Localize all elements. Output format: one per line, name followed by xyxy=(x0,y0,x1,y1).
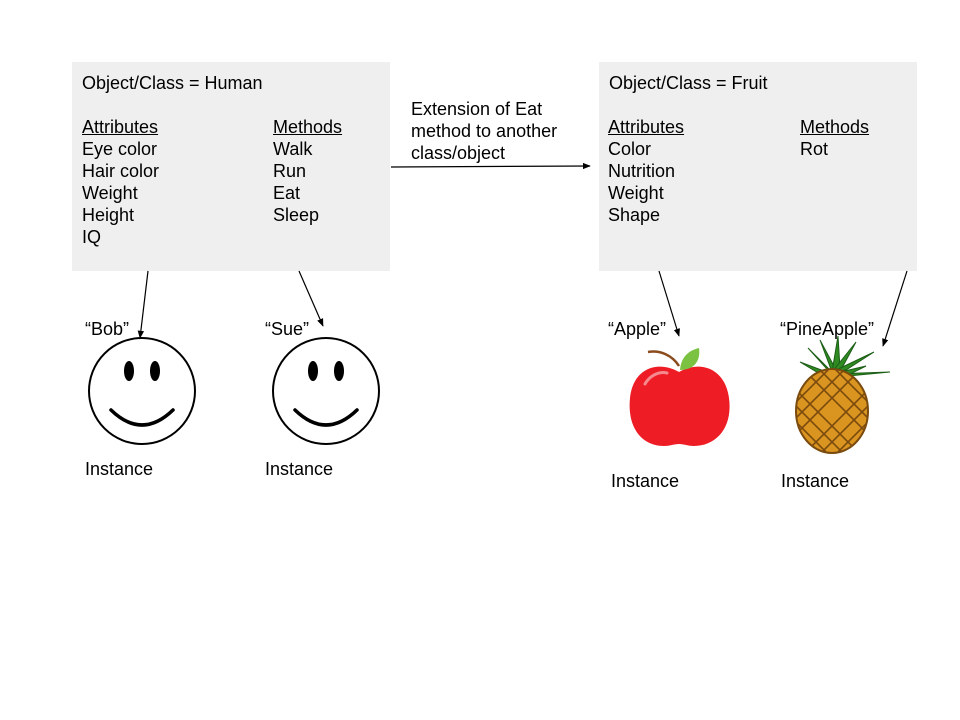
fruit-class-title: Object/Class = Fruit xyxy=(609,73,768,93)
sue-instance-arrow xyxy=(298,270,324,327)
pineapple-instance-label: Instance xyxy=(781,471,850,491)
sue-instance-name: “Sue” xyxy=(265,319,310,339)
human-class-box: Object/Class = Human Attributes Eye colo… xyxy=(72,62,390,271)
sue-instance-label: Instance xyxy=(265,459,334,479)
human-methods-heading: Methods xyxy=(273,117,343,137)
fruit-methods-column: Methods Rot xyxy=(800,116,869,160)
pineapple-instance-arrow xyxy=(882,270,908,347)
human-class-title: Object/Class = Human xyxy=(82,73,263,93)
bob-instance-name: “Bob” xyxy=(85,319,130,339)
fruit-method-item: Rot xyxy=(800,139,829,159)
human-attribute-item: Weight xyxy=(82,183,138,203)
extension-arrow xyxy=(390,162,591,170)
fruit-attribute-item: Shape xyxy=(608,205,661,225)
human-attribute-item: Hair color xyxy=(82,161,160,181)
human-attribute-item: IQ xyxy=(82,227,102,247)
fruit-attribute-item: Weight xyxy=(608,183,664,203)
human-method-item: Eat xyxy=(273,183,301,203)
fruit-methods-list: Rot xyxy=(800,138,869,160)
apple-instance-arrow xyxy=(658,270,680,337)
human-method-item: Run xyxy=(273,161,307,181)
apple-instance-name: “Apple” xyxy=(608,319,667,339)
apple-icon xyxy=(629,348,730,446)
fruit-methods-heading: Methods xyxy=(800,117,870,137)
fruit-attributes-heading: Attributes xyxy=(608,117,685,137)
bob-instance-arrow xyxy=(137,270,149,339)
pineapple-icon xyxy=(795,335,891,454)
human-method-item: Sleep xyxy=(273,205,320,225)
smiley-face-icon xyxy=(272,337,380,445)
fruit-attribute-item: Nutrition xyxy=(608,161,676,181)
human-attribute-item: Eye color xyxy=(82,139,158,159)
bob-instance-label: Instance xyxy=(85,459,154,479)
pineapple-instance-name: “PineApple” xyxy=(780,319,875,339)
fruit-attribute-item: Color xyxy=(608,139,652,159)
human-attributes-heading: Attributes xyxy=(82,117,159,137)
human-attribute-item: Height xyxy=(82,205,135,225)
extension-label: Extension of Eat method to another class… xyxy=(411,99,558,163)
smiley-face-icon xyxy=(88,337,196,445)
human-method-item: Walk xyxy=(273,139,313,159)
apple-instance-label: Instance xyxy=(611,471,680,491)
